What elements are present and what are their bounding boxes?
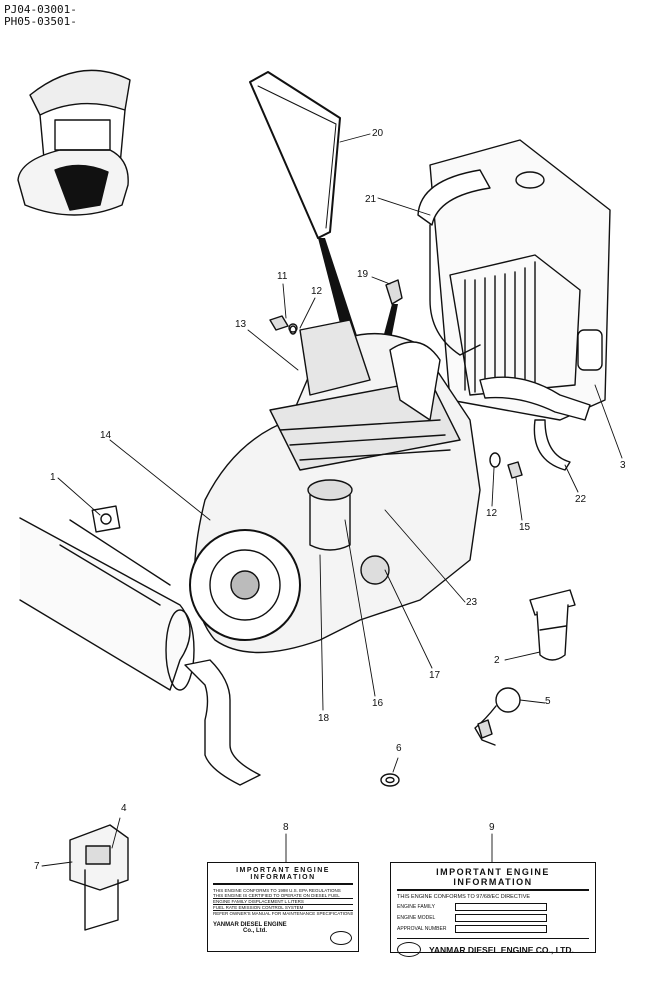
callout-12a: 12 <box>311 286 323 297</box>
plate-8-title: IMPORTANT ENGINE INFORMATION <box>213 867 353 885</box>
engine-block <box>189 319 481 654</box>
callout-12b: 12 <box>486 508 498 519</box>
v-belt-20 <box>249 71 365 362</box>
callout-3: 3 <box>620 460 626 471</box>
engine-info-plate-8: IMPORTANT ENGINE INFORMATION THIS ENGINE… <box>207 862 359 952</box>
plate-9-field-box <box>455 925 547 933</box>
leader-lines <box>41 133 623 867</box>
callout-11: 11 <box>277 271 288 282</box>
callout-14: 14 <box>100 430 112 441</box>
radiator-21 <box>417 139 611 471</box>
callout-13: 13 <box>235 319 247 330</box>
plate-9-line: THIS ENGINE CONFORMS TO 97/68/EC DIRECTI… <box>397 894 531 900</box>
plate-8-line: ENGINE FAMILY DISPLACEMENT L LITERS <box>213 898 353 904</box>
yanmar-logo-icon <box>397 942 421 957</box>
callout-7: 7 <box>34 861 40 872</box>
sender-15 <box>507 461 523 479</box>
plate-9-field-box <box>455 914 547 922</box>
callout-17: 17 <box>429 670 441 681</box>
plate-8-line: REFER OWNER'S MANUAL FOR MAINTENANCE SPE… <box>213 910 353 916</box>
yanmar-logo-icon <box>330 931 352 945</box>
callout-9: 9 <box>489 822 495 833</box>
callout-6: 6 <box>396 743 402 754</box>
callout-4: 4 <box>121 803 127 814</box>
plate-9-title: IMPORTANT ENGINE INFORMATION <box>397 867 589 891</box>
callout-18: 18 <box>318 713 330 724</box>
plate-9-field-label: ENGINE MODEL <box>397 915 436 921</box>
callout-22: 22 <box>575 494 587 505</box>
callout-19: 19 <box>357 269 369 280</box>
callout-1: 1 <box>50 472 56 483</box>
washer-12 <box>289 325 501 468</box>
callout-21: 21 <box>365 194 377 205</box>
washer-6 <box>380 773 400 787</box>
sensor-11 <box>269 315 298 333</box>
sensor-5 <box>474 687 521 746</box>
plate-8-maker-2: Co., Ltd. <box>243 928 267 934</box>
plate-9-field-box <box>455 903 547 911</box>
header-code-1: PJ04-03001- <box>4 3 77 16</box>
plate-8-maker: YANMAR DIESEL ENGINE <box>213 922 287 928</box>
callout-16: 16 <box>372 698 384 709</box>
callout-8: 8 <box>283 822 289 833</box>
callout-23: 23 <box>466 597 478 608</box>
muffler-14 <box>19 505 261 786</box>
bracket-4-7 <box>69 824 129 931</box>
header-code-2: PH05-03501- <box>4 15 77 28</box>
plate-8-line: THIS ENGINE CONFORMS TO 1998 U.S. EPA RE… <box>213 888 341 893</box>
machine-thumbnail <box>17 69 131 216</box>
fuel-filter-2 <box>529 589 576 661</box>
callout-20: 20 <box>372 128 384 139</box>
plate-9-field-label: ENGINE FAMILY <box>397 904 435 910</box>
engine-info-plate-9: IMPORTANT ENGINE INFORMATION THIS ENGINE… <box>390 862 596 957</box>
plate-8-line: FUEL RATE EMISSION CONTROL SYSTEM <box>213 904 353 910</box>
plate-9-field-label: APPROVAL NUMBER <box>397 926 447 932</box>
callout-2: 2 <box>494 655 500 666</box>
plate-9-maker: YANMAR DIESEL ENGINE CO., LTD. <box>429 944 574 955</box>
callout-5: 5 <box>545 696 551 707</box>
callout-15: 15 <box>519 522 531 533</box>
plate-8-line: THIS ENGINE IS CERTIFIED TO OPERATE ON D… <box>213 893 340 898</box>
